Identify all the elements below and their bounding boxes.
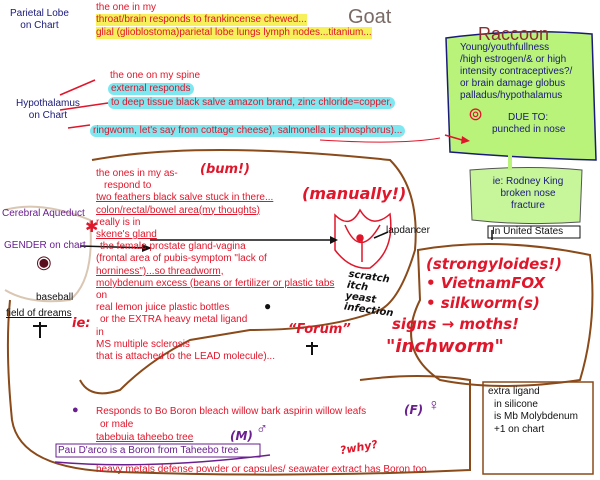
forum-note: “Forum” <box>288 322 351 337</box>
red-long-line <box>319 137 441 143</box>
raccoon-due: DUE TO: <box>508 112 549 123</box>
strongyloides-line-3: • silkworm(s) <box>426 294 540 312</box>
raccoon-box: Young/youthfullness /high estrogen/& or … <box>460 42 572 102</box>
black-spot-icon: ● <box>264 299 272 313</box>
strongyloides-box: (strongyloides!) • VietnamFOX • silkworm… <box>386 255 562 359</box>
middle-line-2: two feathers black salve stuck in there.… <box>96 192 274 204</box>
pau-darco-box <box>55 443 261 458</box>
middle-line-10: on <box>96 290 108 302</box>
manually-note: (manually!) <box>302 184 407 203</box>
middle-line-7: (frontal area of pubis-symptom "lack of <box>96 253 267 265</box>
ligand-line-2: in silicone <box>494 398 538 410</box>
middle-line-1: respond to <box>104 180 152 192</box>
cerebral-aqueduct-label: Cerebral Aqueduct <box>2 208 85 219</box>
raccoon-line-1: Young/youthfullness <box>460 42 550 53</box>
eye-icon: ◉ <box>36 252 52 272</box>
raccoon-due-2: punched in nose <box>492 124 566 135</box>
scratch-note: scratch itch yeast infection <box>343 268 395 320</box>
middle-line-0: the ones in my as- <box>96 168 178 179</box>
middle-line-5: skene's gland <box>96 229 157 241</box>
black-arrow-head <box>330 236 338 244</box>
middle-line-3: colon/rectal/bowel area(my thoughts) <box>96 204 260 216</box>
black-arrow-head-gender <box>142 244 152 252</box>
ie-label: ie: <box>72 316 91 331</box>
ligand-box-shape <box>482 381 594 475</box>
middle-line-6: the female prostate gland-vagina <box>100 241 246 253</box>
middle-line-15: that is attached to the LEAD molecule)..… <box>96 351 275 363</box>
raccoon-box-shape <box>445 31 597 161</box>
bottom-line-3: tabebuia taheebo tree <box>96 432 194 443</box>
bottom-line-4: Pau D'arco is a Boron from Taheebo tree <box>58 445 239 456</box>
cross-icon-forum <box>306 342 318 355</box>
gender-label: GENDER on chart <box>4 240 86 251</box>
brown-outline-strongyloides <box>410 243 594 387</box>
ligand-line-3: is Mb Molybdenum <box>494 411 578 422</box>
middle-line-14: MS multiple sclerosis <box>96 338 190 350</box>
bum-note: (bum!) <box>200 162 250 177</box>
black-arrow-gender <box>79 245 151 249</box>
parietal-line-2: throat/brain responds to frankincense ch… <box>96 14 307 26</box>
ligand-line-4: +1 on chart <box>494 423 545 435</box>
rodney-box: ie: Rodney King broken nose fracture <box>480 176 576 212</box>
brown-outline-middle <box>79 149 417 395</box>
red-arrow-hypo-3 <box>67 124 91 129</box>
hypo-line-4: ringworm, let's say from cottage cheese)… <box>90 125 406 137</box>
red-arrow-hypo-1 <box>59 79 96 96</box>
strongyloides-line-2: • VietnamFOX <box>426 274 546 292</box>
hypo-line-3: to deep tissue black salve amazon brand,… <box>108 97 396 109</box>
male-symbol-icon: ♂ <box>256 421 268 438</box>
middle-line-13: in <box>96 326 104 338</box>
brown-outline-lower <box>6 299 471 476</box>
ligand-line-1: extra ligand <box>488 386 540 397</box>
red-arrow-head-right <box>461 136 470 144</box>
middle-line-12: or the EXTRA heavy metal ligand <box>100 314 248 326</box>
middle-line-11: real lemon juice plastic bottles <box>96 302 230 314</box>
hypo-line-1: the one on my spine <box>110 70 201 81</box>
raccoon-line-4: or brain damage globus <box>460 78 566 89</box>
m-mark: (M) <box>230 429 253 443</box>
purple-underline <box>54 454 271 466</box>
rodney-line-3: fracture <box>511 200 545 211</box>
cross-icon <box>33 322 47 338</box>
red-g-icon: ⊚ <box>468 104 484 124</box>
hypo-line-2: external responds <box>108 83 194 95</box>
rodney-line-2: broken nose <box>500 188 556 199</box>
parietal-line-1: the one in my <box>96 2 157 13</box>
purple-bullet-icon: ● <box>72 404 79 416</box>
f-mark: (F) <box>404 403 424 417</box>
red-arrow-ringworm <box>444 134 463 141</box>
lapdancer-label: lapdancer <box>386 225 430 236</box>
raccoon-line-5: palladus/hypothalamus <box>460 90 563 101</box>
rodney-line-1: ie: Rodney King <box>492 176 564 187</box>
goat-label: Goat <box>348 6 392 28</box>
middle-line-4: really is in <box>96 216 141 228</box>
baseball-label: baseball <box>36 292 74 303</box>
beige-outline-left <box>4 205 92 303</box>
female-symbol-icon: ♀ <box>428 397 440 414</box>
bottom-line-5: heavy metals defense powder or capsules/… <box>96 464 436 475</box>
middle-line-9: molybdenum excess (beans or fertilizer o… <box>96 277 335 289</box>
raccoon-line-2: /high estrogen/& or high <box>460 54 567 65</box>
us-box-shape <box>487 225 581 239</box>
rodney-country: In United States <box>492 226 564 237</box>
field-of-dreams-label: field of dreams <box>6 308 72 319</box>
middle-text-block: the ones in my as- respond to two feathe… <box>96 168 334 363</box>
ligand-box: extra ligand in silicone is Mb Molybdenu… <box>488 386 578 436</box>
parietal-line-3: glial (glioblostoma)parietal lobe lungs … <box>96 27 372 39</box>
hypothalamus-label: Hypothalamus on Chart <box>16 98 80 121</box>
middle-line-8: horniness")...so threadworm, <box>96 265 224 277</box>
asterisk-icon: ✱ <box>85 219 99 236</box>
bottom-line-1: Responds to Bo Boron bleach willow bark … <box>96 406 367 417</box>
pelvis-sketch-icon <box>334 208 392 269</box>
black-arrow-lapdancer <box>373 231 389 239</box>
bottom-line-2: or male <box>100 419 134 430</box>
red-arrow-hypo-2 <box>59 102 109 111</box>
strongyloides-line-1: (strongyloides!) <box>426 255 562 273</box>
raccoon-line-3: intensity contraceptives?/ <box>460 66 573 77</box>
parietal-label: Parietal Lobe on Chart <box>10 8 69 31</box>
strongyloides-line-4: signs → moths! <box>392 315 519 333</box>
strongyloides-line-5: "inchworm" <box>386 336 504 357</box>
raccoon-label: Raccoon <box>478 24 550 44</box>
